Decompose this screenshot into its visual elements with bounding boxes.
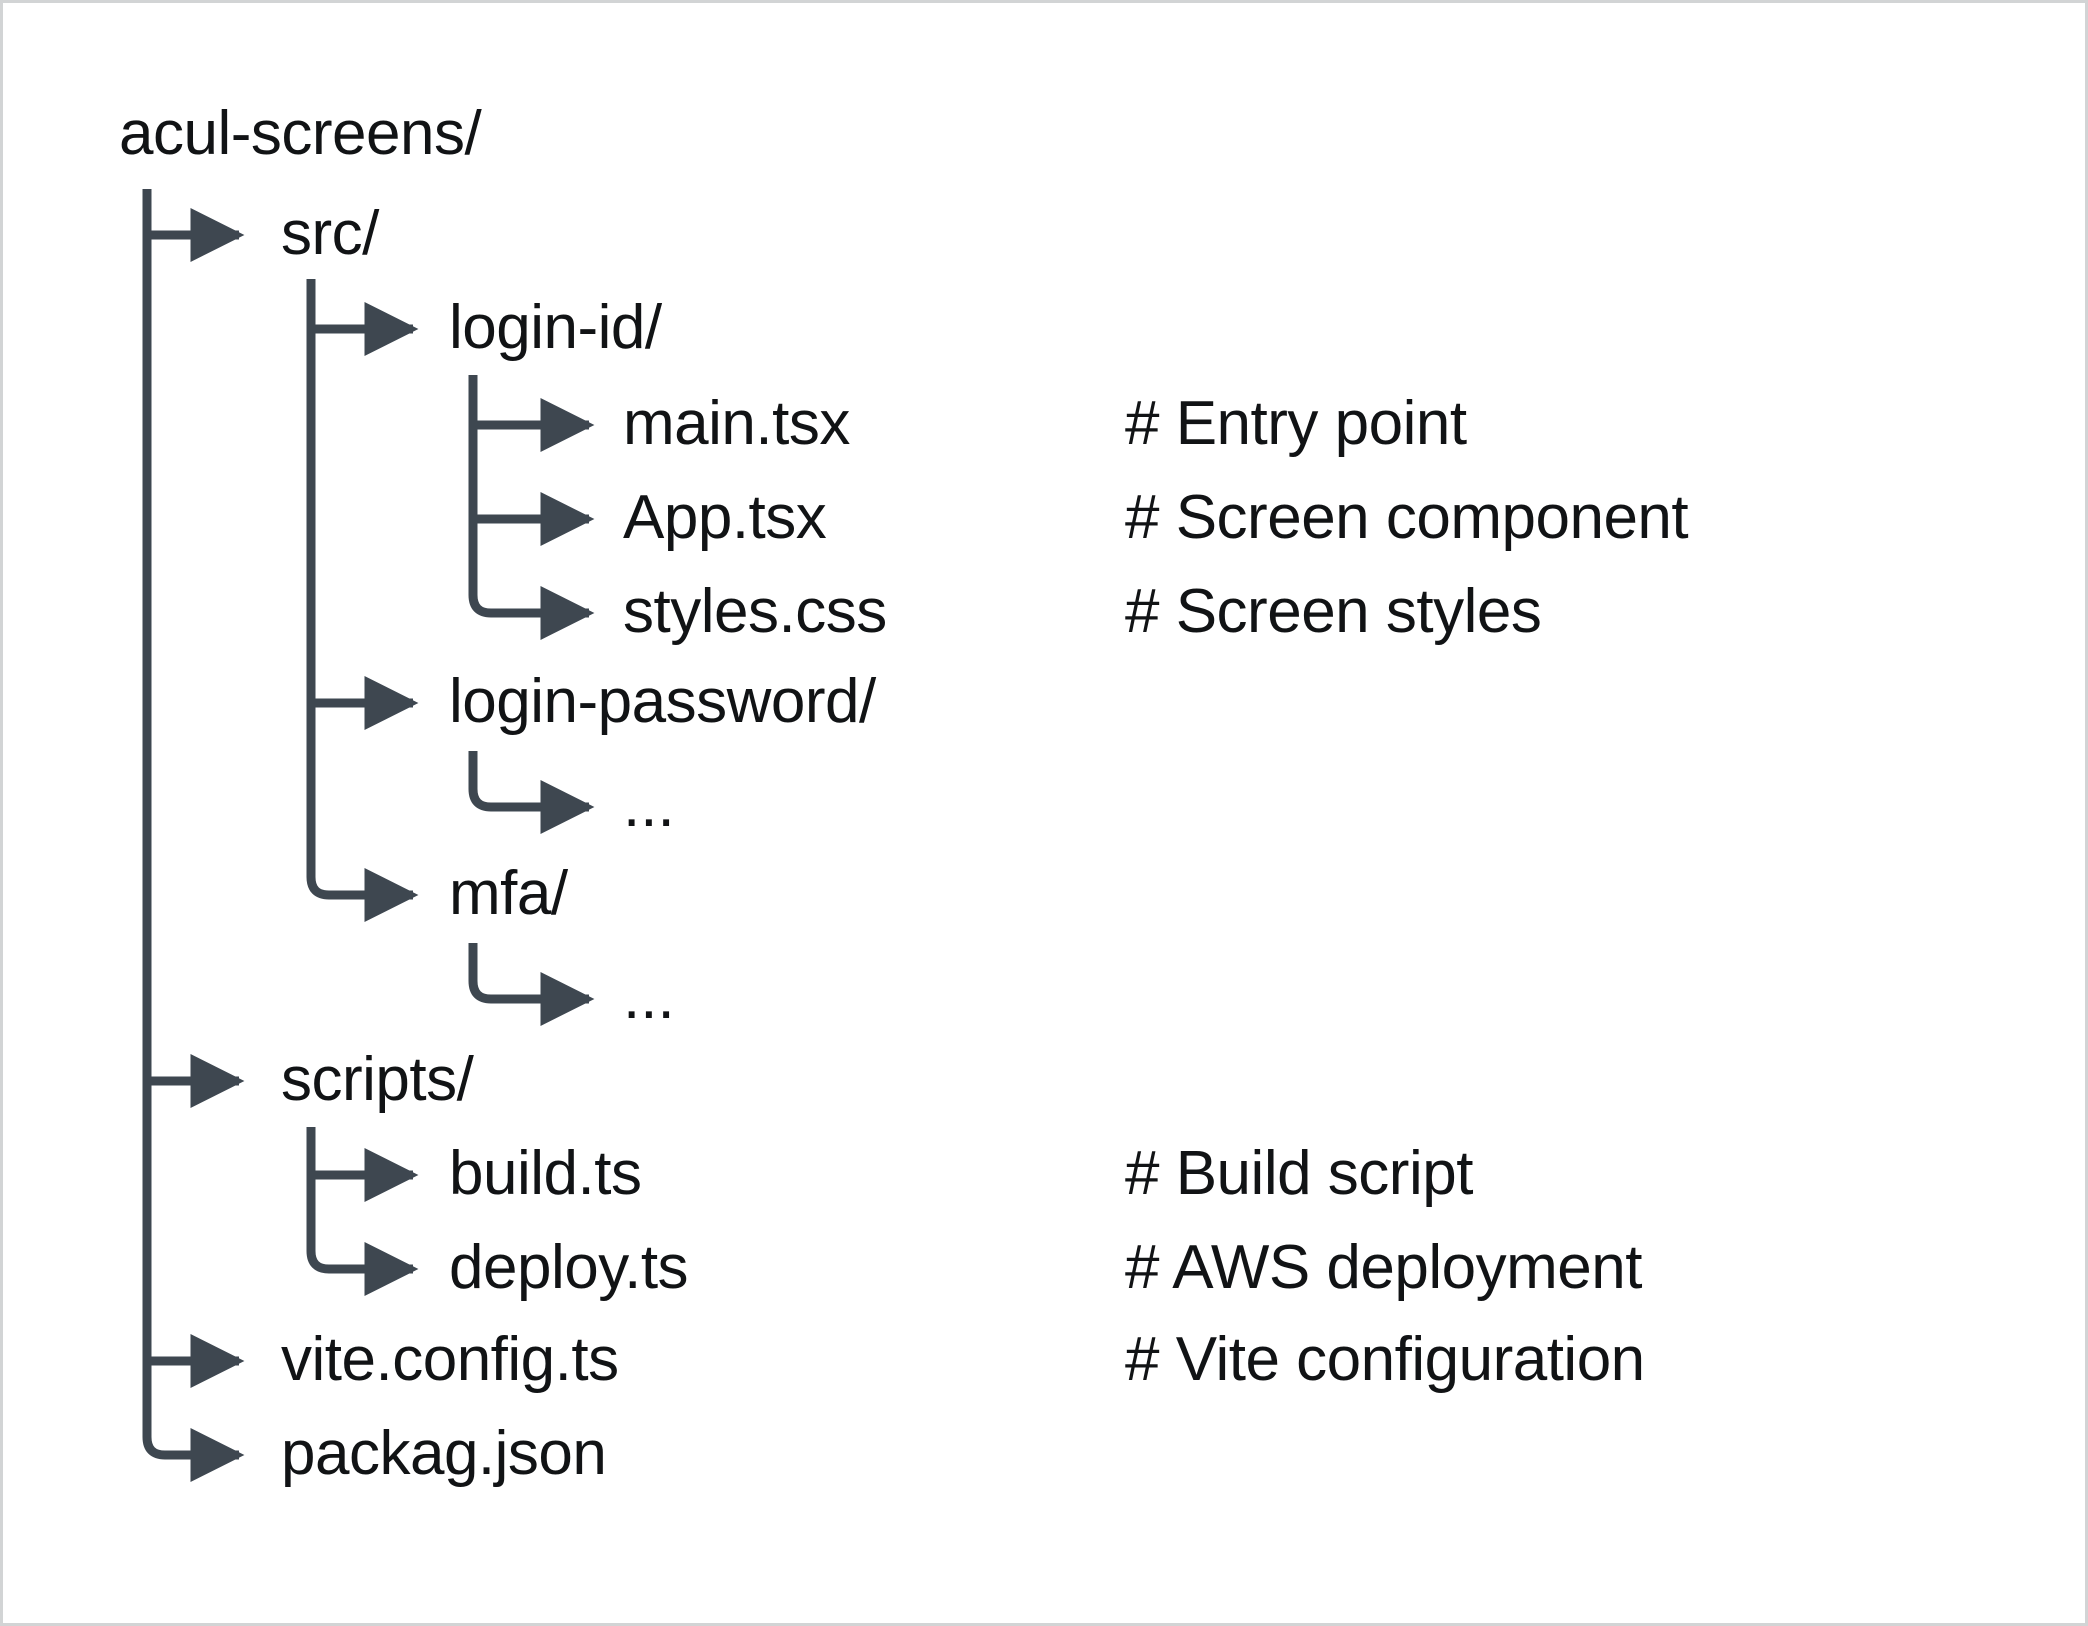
connector-loginid-trunk: [468, 375, 595, 640]
tree-node-label-main-tsx: main.tsx: [623, 389, 850, 458]
tree-node-comment-main-tsx: # Entry point: [1125, 389, 1467, 458]
tree-node-label-build-ts: build.ts: [449, 1139, 642, 1208]
tree-node-comment-build-ts: # Build script: [1125, 1139, 1473, 1208]
tree-node-label-src: src/: [281, 199, 379, 268]
tree-node-label-login-password: login-password/: [449, 667, 876, 736]
tree-node-label-mfa: mfa/: [449, 859, 568, 928]
connector-loginpassword-ellipsis: [468, 751, 595, 834]
connector-scripts-trunk: [306, 1127, 419, 1296]
tree-node-label-deploy-ts: deploy.ts: [449, 1233, 689, 1302]
tree-node-label-styles-css: styles.css: [623, 577, 887, 646]
tree-node-label-login-id: login-id/: [449, 293, 662, 362]
tree-node-comment-deploy-ts: # AWS deployment: [1125, 1233, 1642, 1302]
connector-mfa-ellipsis: [468, 943, 595, 1026]
connector-root-trunk: [142, 189, 245, 1482]
tree-node-comment-app-tsx: # Screen component: [1125, 483, 1689, 552]
tree-connectors: [142, 189, 595, 1482]
connector-src-trunk: [306, 279, 419, 922]
tree-node-label-mfa-ellipsis: ...: [623, 963, 675, 1032]
tree-node-comment-styles-css: # Screen styles: [1125, 577, 1542, 646]
tree-node-label-scripts: scripts/: [281, 1045, 474, 1114]
tree-node-comment-vite-config-ts: # Vite configuration: [1125, 1325, 1645, 1394]
tree-node-label-packag-json: packag.json: [281, 1419, 607, 1488]
tree-node-label-vite-config-ts: vite.config.ts: [281, 1325, 619, 1394]
tree-node-label-login-password-ellipsis: ...: [623, 771, 675, 840]
tree-node-root-label: acul-screens/: [119, 99, 482, 168]
tree-node-label-app-tsx: App.tsx: [623, 483, 827, 552]
